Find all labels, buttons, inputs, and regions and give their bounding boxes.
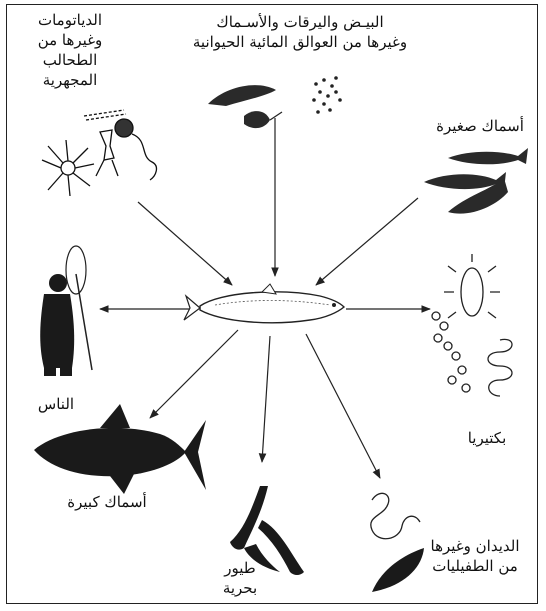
label-bacteria: بكتيريا (452, 428, 522, 448)
person-icon (40, 246, 92, 376)
center-fish-icon (184, 284, 344, 323)
label-people: الناس (26, 394, 86, 414)
arrow-smallfish-to-fish (316, 198, 418, 285)
label-large-fish: أسماك كبيرة (52, 492, 162, 512)
arrow-fish-to-birds (262, 336, 270, 462)
label-worms: الديدان وغيرها من الطفيليات (414, 536, 536, 576)
arrow-diatoms-to-fish (138, 202, 232, 285)
label-diatoms: الدياتومات وغيرها من الطحالب المجهرية (20, 10, 120, 90)
diatoms-icon (42, 110, 156, 196)
label-small-fish: أسماك صغيرة (426, 116, 534, 136)
label-eggs-larvae: البيـض واليرقات والأسـماك وغيرها من العو… (180, 12, 420, 52)
label-seabirds: طيور بحرية (210, 558, 270, 598)
arrow-fish-to-largefish (150, 330, 238, 418)
large-fish-icon (34, 404, 206, 494)
small-fish-icon (424, 148, 528, 214)
arrow-fish-to-worms (306, 334, 380, 478)
bacteria-icon (432, 254, 512, 396)
